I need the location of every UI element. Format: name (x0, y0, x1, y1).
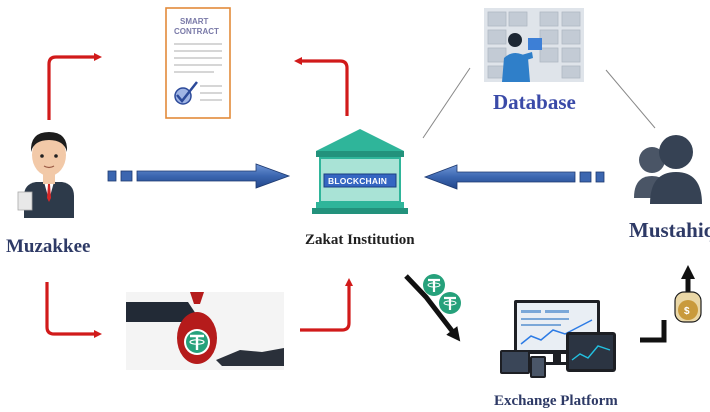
server-room-icon (484, 8, 584, 82)
arrow-zakat-to-exchange (404, 274, 461, 342)
arrow-zakat-to-contract (294, 57, 349, 116)
tether-coin-icon (423, 274, 445, 296)
transfer-arrow-to-zakat (107, 163, 291, 189)
blockchain-building-icon: BLOCKCHAIN (312, 129, 408, 214)
money-bag-icon: $ (674, 291, 702, 323)
arrow-muzakkee-to-payment (45, 282, 102, 338)
exchange-platform-label: Exchange Platform (494, 393, 618, 409)
arrow-muzakkee-to-contract (47, 53, 102, 120)
zakat-institution-label: Zakat Institution (305, 232, 415, 248)
contract-title-line1: SMART (180, 17, 209, 26)
arrow-exchange-to-mustahiq (640, 320, 667, 343)
businessman-icon (17, 132, 74, 218)
blockchain-sign-text: BLOCKCHAIN (328, 176, 387, 186)
smart-contract-document-icon: SMART CONTRACT (165, 7, 231, 119)
people-group-icon (634, 135, 702, 204)
mustahiq-label: Mustahiq (629, 218, 710, 242)
muzakkee-label: Muzakkee (6, 236, 91, 257)
database-label: Database (493, 90, 576, 114)
transfer-arrow-from-mustahiq (423, 164, 605, 190)
tether-coin-icon (439, 292, 461, 314)
svg-text:$: $ (684, 306, 690, 317)
arrow-payment-to-zakat (300, 278, 353, 332)
trading-screens-icon (500, 300, 616, 378)
money-bag-handover-icon (126, 292, 284, 370)
connector-zakat-database (422, 67, 471, 139)
contract-title-line2: CONTRACT (174, 27, 219, 36)
connector-mustahiq-database (605, 69, 656, 129)
